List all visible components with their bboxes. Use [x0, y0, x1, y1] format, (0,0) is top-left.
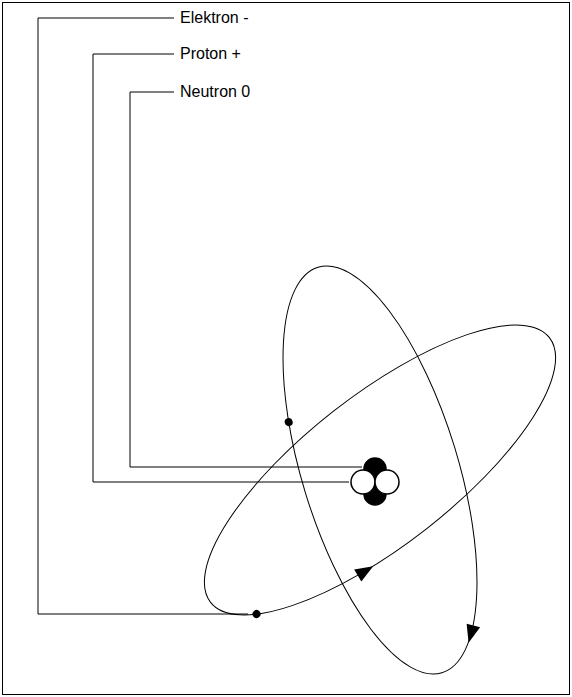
part-label: Proton +: [178, 44, 243, 64]
orbit-arrowhead: [354, 560, 377, 581]
orbit: [243, 244, 516, 695]
part-label: Neutron 0: [178, 82, 252, 102]
nucleus: [351, 458, 399, 505]
proton: [351, 470, 375, 494]
leader-line: [93, 54, 349, 482]
orbit: [164, 279, 572, 665]
orbit-ellipse: [243, 244, 516, 695]
part-label: Elektron -: [178, 8, 250, 28]
orbit-arrowhead: [462, 624, 480, 645]
proton: [375, 470, 399, 494]
leader-line: [38, 18, 248, 614]
frame: [3, 3, 570, 695]
leader-line: [130, 92, 362, 467]
electron-dot: [251, 608, 262, 619]
orbit-ellipse: [164, 279, 572, 662]
electron-dot: [284, 417, 294, 427]
